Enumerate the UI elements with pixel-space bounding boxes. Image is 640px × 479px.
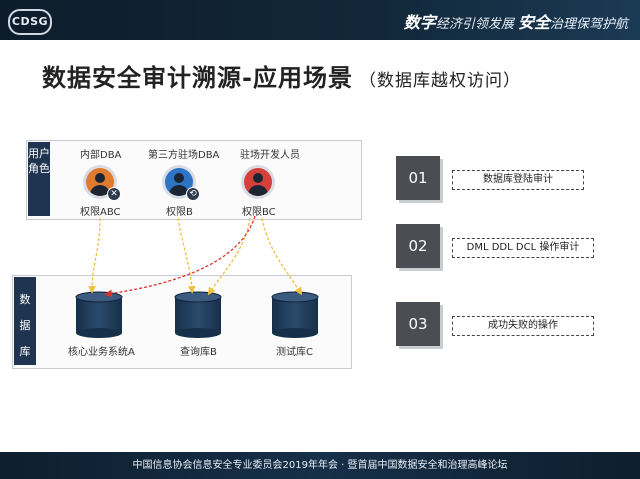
user-avatar-third-party-dba: ⟲	[162, 165, 200, 201]
user-name-internal-dba: 内部DBA	[80, 150, 122, 161]
access-arrow-developer-c	[261, 217, 303, 296]
feature-label-1: 数据库登陆审计	[452, 170, 584, 190]
slide-title-main: 数据安全审计溯源-应用场景	[42, 64, 353, 92]
database-name-c: 测试库C	[276, 347, 313, 358]
database-icon-b	[174, 291, 222, 338]
slide-title: 数据安全审计溯源-应用场景（数据库越权访问）	[42, 58, 521, 93]
user-avatar-internal-dba: ✕	[83, 165, 121, 201]
cdsg-logo: CDSG	[8, 9, 52, 35]
database-icon-c	[271, 291, 319, 338]
users-panel-label: 用户角色	[28, 142, 50, 216]
slogan-part-4: 治理保驾护航	[549, 17, 628, 32]
slogan: 数字经济引领发展 安全治理保驾护航	[404, 9, 628, 33]
slogan-part-1: 数字	[403, 13, 436, 32]
footer-banner: 中国信息协会信息安全专业委员会2019年年会 · 暨首届中国数据安全和治理高峰论…	[0, 452, 640, 479]
hacker-person-icon	[244, 168, 272, 196]
database-panel-label: 数 据 库	[14, 277, 36, 365]
user-permission-onsite-developer: 权限BC	[242, 207, 276, 218]
slide-title-sub: （数据库越权访问）	[358, 71, 521, 91]
access-arrow-third-party-dba	[177, 217, 196, 294]
database-icon-a	[75, 291, 123, 338]
database-name-a: 核心业务系统A	[68, 347, 135, 358]
feature-number-3: 03	[396, 302, 440, 346]
user-name-third-party-dba: 第三方驻场DBA	[148, 150, 220, 161]
user-permission-third-party-dba: 权限B	[166, 207, 193, 218]
access-arrow-internal-dba	[88, 217, 101, 294]
violation-arrow	[104, 215, 256, 298]
user-avatar-onsite-developer	[241, 165, 275, 199]
slogan-part-3: 安全	[517, 13, 550, 32]
feature-label-2: DML DDL DCL 操作审计	[452, 238, 594, 258]
feature-label-3: 成功失败的操作	[452, 316, 594, 336]
deny-badge-icon: ✕	[107, 187, 121, 201]
user-permission-internal-dba: 权限ABC	[80, 207, 121, 218]
feature-number-2: 02	[396, 224, 440, 268]
user-name-onsite-developer: 驻场开发人员	[240, 150, 300, 161]
sync-badge-icon: ⟲	[186, 187, 200, 201]
access-arrow-developer-b	[207, 217, 251, 296]
feature-number-1: 01	[396, 156, 440, 200]
database-name-b: 查询库B	[180, 347, 217, 358]
top-banner: CDSG 数字经济引领发展 安全治理保驾护航	[0, 0, 640, 40]
slogan-part-2: 经济引领发展	[435, 17, 514, 32]
